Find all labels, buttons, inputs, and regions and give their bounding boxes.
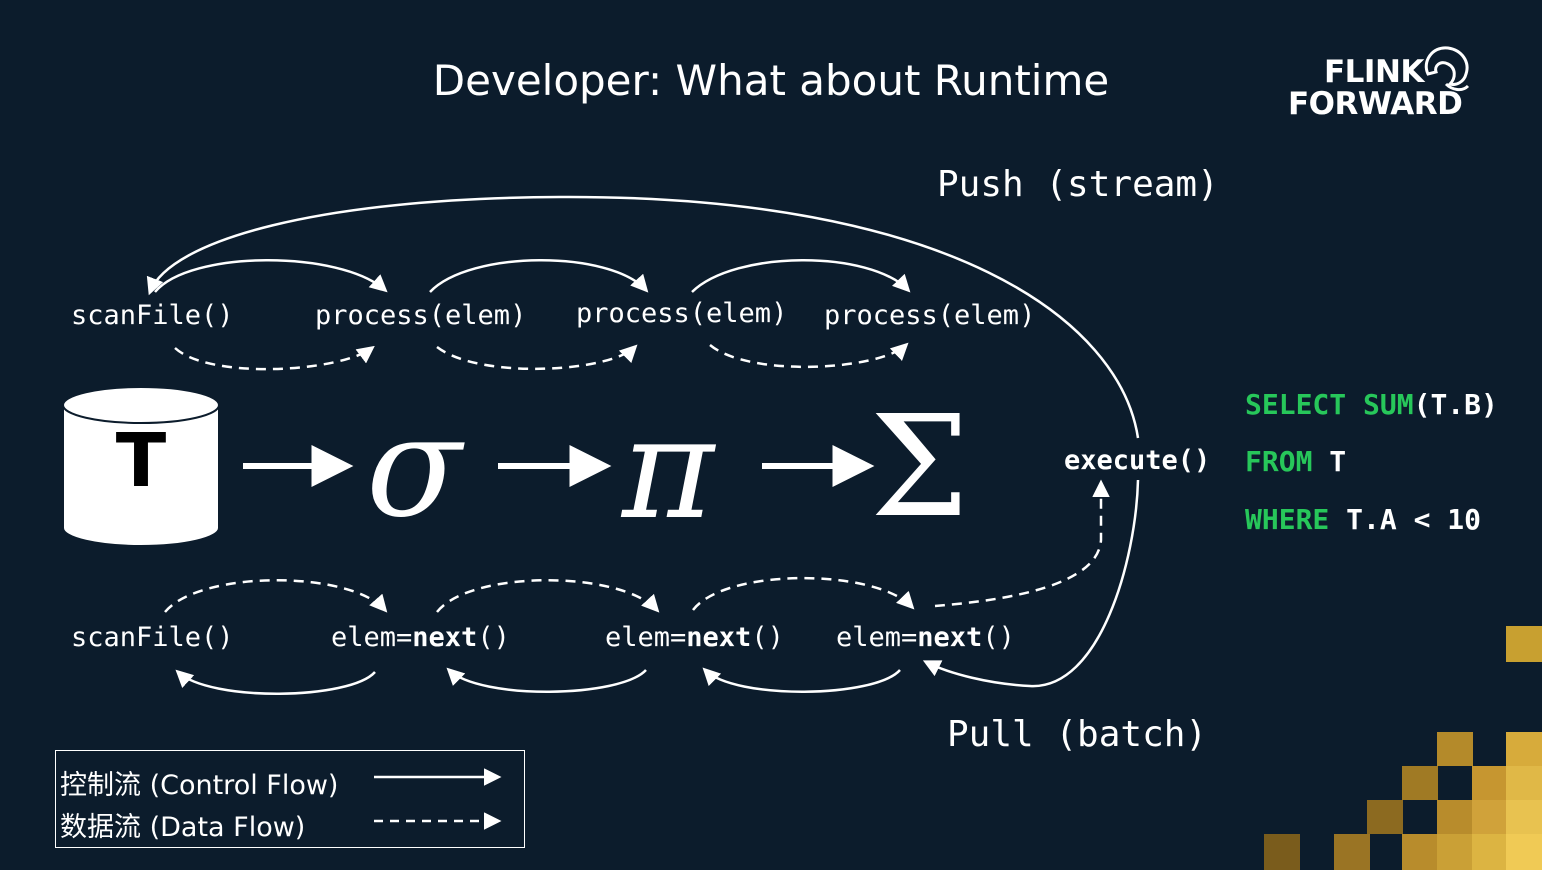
projection-operator: π bbox=[622, 388, 715, 551]
push-return-arrow bbox=[146, 195, 1140, 439]
sql-line-1: SELECT SUM(T.B) bbox=[1245, 388, 1498, 421]
push-control-arrow-1 bbox=[154, 259, 388, 293]
next-suffix: () bbox=[477, 622, 510, 653]
selection-operator: σ bbox=[366, 386, 462, 549]
legend-control-flow: 控制流 (Control Flow) bbox=[60, 770, 339, 801]
execute-call: execute() bbox=[1064, 445, 1211, 476]
gold-pixel-decoration bbox=[1264, 626, 1542, 870]
legend-data-flow: 数据流 (Data Flow) bbox=[60, 812, 306, 843]
sql-text: T.A < 10 bbox=[1329, 503, 1482, 536]
aggregation-operator: Σ bbox=[870, 386, 969, 549]
sql-line-2: FROM T bbox=[1245, 445, 1346, 478]
push-data-arrow-2 bbox=[436, 344, 638, 371]
sql-keyword: SELECT bbox=[1245, 388, 1347, 421]
pull-next-1: elem=next() bbox=[331, 622, 510, 653]
slide-title: Developer: What about Runtime bbox=[432, 56, 1110, 105]
pull-control-arrow-2 bbox=[446, 667, 647, 693]
pull-control-arrow-3 bbox=[702, 667, 901, 693]
next-call: next bbox=[917, 622, 983, 653]
push-process-3: process(elem) bbox=[824, 300, 1036, 331]
push-control-arrow-3 bbox=[691, 259, 911, 293]
squirrel-icon bbox=[1424, 46, 1470, 92]
pull-next-3: elem=next() bbox=[836, 622, 1015, 653]
push-data-arrow-1 bbox=[174, 345, 375, 371]
next-prefix: elem= bbox=[836, 622, 918, 653]
pull-control-arrow-1 bbox=[175, 669, 376, 695]
push-process-1: process(elem) bbox=[315, 300, 527, 331]
next-call: next bbox=[686, 622, 752, 653]
sql-keyword: WHERE bbox=[1245, 503, 1330, 536]
pull-data-arrow-2 bbox=[436, 579, 660, 613]
sql-keyword: FROM bbox=[1245, 445, 1313, 478]
sql-line-3: WHERE T.A < 10 bbox=[1245, 503, 1481, 536]
sql-keyword: SUM bbox=[1363, 388, 1414, 421]
pull-label: Pull (batch) bbox=[947, 714, 1208, 755]
pull-data-arrow-1 bbox=[164, 579, 388, 613]
next-suffix: () bbox=[982, 622, 1015, 653]
push-scanfile: scanFile() bbox=[71, 300, 234, 331]
push-control-arrow-2 bbox=[429, 259, 649, 293]
logo-line2: FORWARD bbox=[1288, 86, 1463, 122]
push-process-2: process(elem) bbox=[576, 298, 788, 329]
table-cylinder bbox=[62, 386, 220, 547]
pull-return-arrow bbox=[922, 479, 1140, 688]
sql-text: (T.B) bbox=[1413, 388, 1498, 421]
pull-scanfile: scanFile() bbox=[71, 622, 234, 653]
next-call: next bbox=[412, 622, 478, 653]
next-suffix: () bbox=[751, 622, 784, 653]
pull-data-arrow-3 bbox=[692, 576, 915, 611]
sql-text: T bbox=[1312, 445, 1347, 478]
pull-next-2: elem=next() bbox=[605, 622, 784, 653]
table-label: T bbox=[115, 418, 167, 504]
next-prefix: elem= bbox=[605, 622, 687, 653]
logo-line1: FLINK bbox=[1324, 54, 1424, 90]
legend-box: 控制流 (Control Flow) 数据流 (Data Flow) bbox=[55, 750, 525, 848]
push-label: Push (stream) bbox=[937, 164, 1219, 205]
push-data-arrow-3 bbox=[709, 342, 909, 369]
next-prefix: elem= bbox=[331, 622, 413, 653]
flink-forward-logo: FLINK FORWARD bbox=[1288, 46, 1478, 126]
